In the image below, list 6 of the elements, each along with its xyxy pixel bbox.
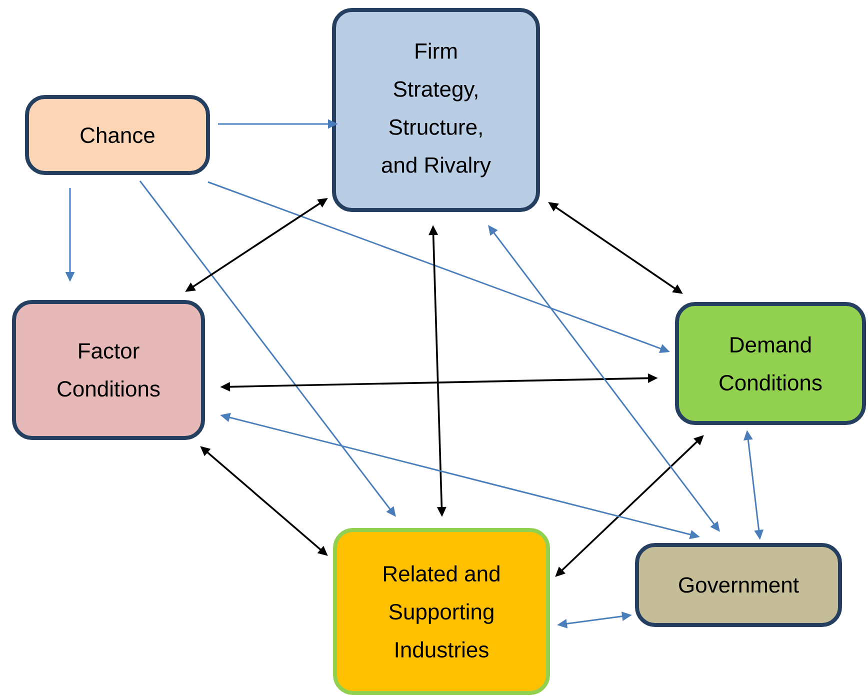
factor-box: Firm Strategy, Structure, and Rivalry: [332, 8, 540, 212]
factor-box: Demand Conditions: [675, 302, 866, 425]
factor-box: Chance: [25, 95, 210, 175]
factor-box: Government: [635, 542, 842, 627]
factor-box: Factor Conditions: [12, 300, 205, 440]
factor-box: Related and Supporting Industries: [333, 528, 550, 695]
